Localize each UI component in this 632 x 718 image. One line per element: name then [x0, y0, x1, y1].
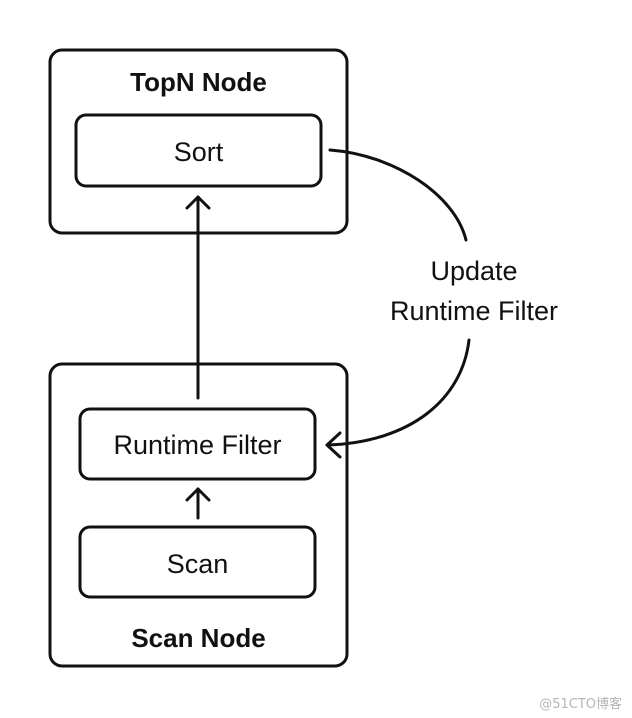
edge-label-line2: Runtime Filter [390, 296, 558, 326]
runtime-filter-label: Runtime Filter [113, 430, 281, 460]
edge-label-line1: Update [430, 256, 517, 286]
sort-label: Sort [174, 137, 224, 167]
curve-lower [326, 338, 471, 447]
arrow-update-runtime-filter [325, 148, 471, 459]
scan-node-title: Scan Node [131, 623, 265, 653]
scan-box [78, 525, 317, 599]
watermark-text: @51CTO博客 [539, 696, 622, 712]
arrowhead-to-runtime-filter [325, 431, 342, 459]
scan-label: Scan [167, 549, 229, 579]
arrow-filter-to-sort [185, 195, 211, 400]
curve-upper [328, 148, 468, 242]
arrow-scan-to-filter [185, 487, 211, 520]
sort-box [74, 113, 323, 188]
topn-node-title: TopN Node [130, 67, 267, 97]
scan-node: Runtime Filter Scan Scan Node [48, 362, 349, 668]
runtime-filter-box [78, 407, 317, 481]
